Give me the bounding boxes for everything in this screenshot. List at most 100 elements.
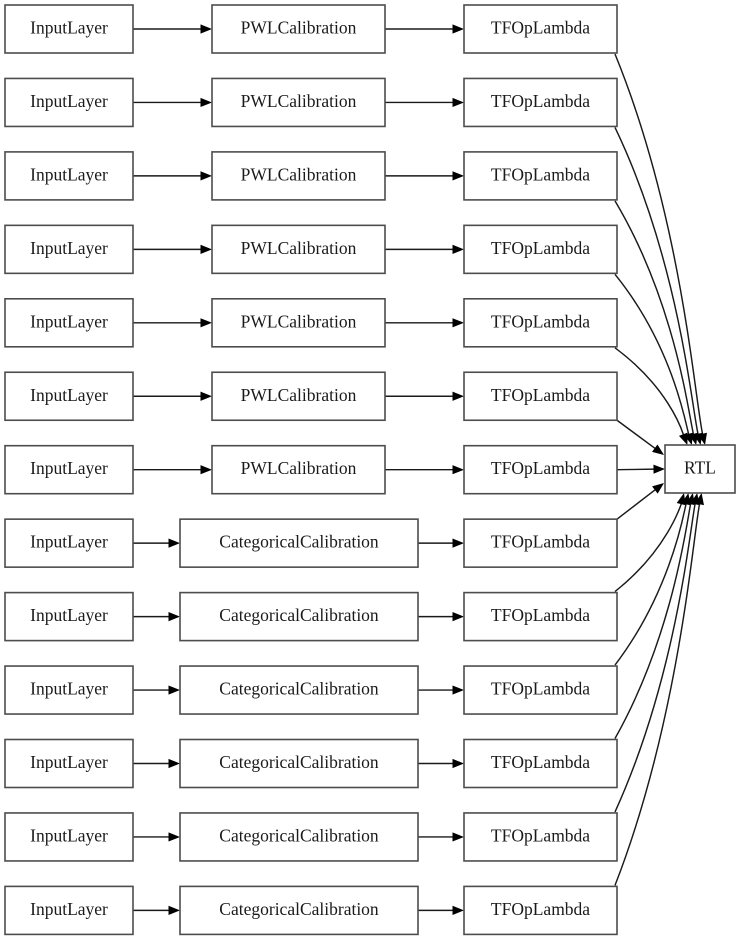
- node-calibration-2[interactable]: PWLCalibration: [211, 151, 386, 201]
- node-calibration-7[interactable]: CategoricalCalibration: [179, 518, 419, 568]
- node-tfoplambda-3[interactable]: TFOpLambda: [463, 224, 618, 275]
- node-calibration-9[interactable]: CategoricalCalibration: [179, 665, 419, 715]
- node-rtl-sink[interactable]: RTL: [664, 444, 736, 494]
- node-calibration-10-box: [179, 738, 419, 789]
- edge-calibration-0-to-lambda-arrowhead: [452, 24, 464, 34]
- node-calibration-1[interactable]: PWLCalibration: [211, 77, 386, 128]
- node-input-layer-5-box: [4, 371, 134, 422]
- node-tfoplambda-11-label: TFOpLambda: [491, 825, 590, 845]
- edge-calibration-3-to-lambda-arrowhead: [452, 244, 464, 254]
- node-input-layer-2-box: [4, 151, 134, 201]
- edge-input-12-to-calibration-arrowhead: [168, 905, 180, 915]
- node-input-layer-2[interactable]: InputLayer: [4, 151, 134, 201]
- node-calibration-10[interactable]: CategoricalCalibration: [179, 738, 419, 789]
- edge-calibration-11-to-lambda-arrowhead: [452, 832, 464, 842]
- node-tfoplambda-5-box: [463, 371, 618, 422]
- node-tfoplambda-1[interactable]: TFOpLambda: [463, 77, 618, 128]
- node-input-layer-6-box: [4, 444, 134, 495]
- edge-input-2-to-calibration-arrowhead: [200, 171, 212, 181]
- node-input-layer-1[interactable]: InputLayer: [4, 77, 134, 128]
- node-tfoplambda-2[interactable]: TFOpLambda: [463, 151, 618, 201]
- node-calibration-8[interactable]: CategoricalCalibration: [179, 591, 419, 642]
- edges-layer: [133, 24, 707, 915]
- node-calibration-3-label: PWLCalibration: [241, 238, 357, 258]
- edge-input-6-to-calibration-arrowhead: [200, 465, 212, 475]
- node-input-layer-1-label: InputLayer: [30, 91, 108, 111]
- node-input-layer-3[interactable]: InputLayer: [4, 224, 134, 275]
- edge-calibration-8-to-lambda-arrowhead: [452, 612, 464, 622]
- edge-calibration-2-to-lambda-arrowhead: [452, 171, 464, 181]
- edge-lambda-2-to-rtl-curve: [614, 200, 695, 436]
- node-input-layer-10-label: InputLayer: [30, 752, 108, 772]
- node-calibration-12[interactable]: CategoricalCalibration: [179, 885, 419, 936]
- node-tfoplambda-11[interactable]: TFOpLambda: [463, 812, 618, 862]
- node-input-layer-9[interactable]: InputLayer: [4, 665, 134, 715]
- node-input-layer-5[interactable]: InputLayer: [4, 371, 134, 422]
- node-tfoplambda-8-label: TFOpLambda: [491, 605, 590, 625]
- node-tfoplambda-8-box: [463, 591, 618, 642]
- node-tfoplambda-9[interactable]: TFOpLambda: [463, 665, 618, 715]
- node-calibration-4[interactable]: PWLCalibration: [211, 297, 386, 348]
- edge-lambda-1-to-rtl-curve: [614, 127, 699, 436]
- node-tfoplambda-9-box: [463, 665, 618, 715]
- node-tfoplambda-2-label: TFOpLambda: [491, 164, 590, 184]
- node-calibration-5[interactable]: PWLCalibration: [211, 371, 386, 422]
- node-tfoplambda-12[interactable]: TFOpLambda: [463, 885, 618, 936]
- node-tfoplambda-7[interactable]: TFOpLambda: [463, 518, 618, 568]
- node-tfoplambda-4[interactable]: TFOpLambda: [463, 297, 618, 348]
- node-calibration-12-box: [179, 885, 419, 936]
- node-input-layer-4-label: InputLayer: [30, 311, 108, 331]
- node-tfoplambda-3-box: [463, 224, 618, 275]
- edge-lambda-6-to-rtl-line: [616, 468, 655, 471]
- node-input-layer-8[interactable]: InputLayer: [4, 591, 134, 642]
- node-tfoplambda-2-box: [463, 151, 618, 201]
- node-calibration-1-box: [211, 77, 386, 128]
- node-tfoplambda-6-label: TFOpLambda: [491, 458, 590, 478]
- edge-calibration-6-to-lambda-arrowhead: [452, 465, 464, 475]
- node-tfoplambda-10-box: [463, 738, 618, 789]
- node-calibration-11-box: [179, 812, 419, 862]
- node-tfoplambda-6[interactable]: TFOpLambda: [463, 444, 618, 495]
- node-input-layer-0[interactable]: InputLayer: [4, 4, 134, 54]
- edge-input-0-to-calibration-arrowhead: [200, 24, 212, 34]
- node-tfoplambda-1-box: [463, 77, 618, 128]
- node-tfoplambda-0[interactable]: TFOpLambda: [463, 4, 618, 54]
- node-calibration-3[interactable]: PWLCalibration: [211, 224, 386, 275]
- node-tfoplambda-10[interactable]: TFOpLambda: [463, 738, 618, 789]
- node-tfoplambda-0-box: [463, 4, 618, 54]
- node-calibration-11[interactable]: CategoricalCalibration: [179, 812, 419, 862]
- node-tfoplambda-10-label: TFOpLambda: [491, 752, 590, 772]
- node-calibration-0[interactable]: PWLCalibration: [211, 4, 386, 54]
- edge-lambda-10-to-rtl-curve: [614, 502, 692, 739]
- edge-lambda-8-to-rtl-curve: [614, 502, 683, 593]
- node-input-layer-6[interactable]: InputLayer: [4, 444, 134, 495]
- node-input-layer-11[interactable]: InputLayer: [4, 812, 134, 862]
- node-input-layer-4[interactable]: InputLayer: [4, 297, 134, 348]
- node-input-layer-12[interactable]: InputLayer: [4, 885, 134, 936]
- edge-lambda-12-to-rtl-arrowhead: [694, 493, 704, 506]
- node-input-layer-12-box: [4, 885, 134, 936]
- node-calibration-5-box: [211, 371, 386, 422]
- node-calibration-7-box: [179, 518, 419, 568]
- node-calibration-12-label: CategoricalCalibration: [219, 899, 379, 919]
- node-input-layer-1-box: [4, 77, 134, 128]
- edge-lambda-3-to-rtl-curve: [614, 273, 690, 436]
- node-tfoplambda-7-label: TFOpLambda: [491, 532, 590, 552]
- edge-calibration-7-to-lambda-arrowhead: [452, 538, 464, 548]
- node-calibration-6[interactable]: PWLCalibration: [211, 444, 386, 495]
- node-tfoplambda-8[interactable]: TFOpLambda: [463, 591, 618, 642]
- edge-lambda-12-to-rtl-curve: [614, 502, 701, 886]
- node-input-layer-7[interactable]: InputLayer: [4, 518, 134, 568]
- edge-lambda-7-to-rtl-line: [616, 488, 657, 520]
- edge-input-4-to-calibration-arrowhead: [200, 318, 212, 328]
- node-calibration-8-box: [179, 591, 419, 642]
- edge-input-9-to-calibration-arrowhead: [168, 685, 180, 695]
- node-tfoplambda-5[interactable]: TFOpLambda: [463, 371, 618, 422]
- node-input-layer-10-box: [4, 738, 134, 789]
- node-input-layer-0-box: [4, 4, 134, 54]
- node-input-layer-10[interactable]: InputLayer: [4, 738, 134, 789]
- node-tfoplambda-3-label: TFOpLambda: [491, 238, 590, 258]
- edge-input-10-to-calibration-arrowhead: [168, 758, 180, 769]
- node-tfoplambda-11-box: [463, 812, 618, 862]
